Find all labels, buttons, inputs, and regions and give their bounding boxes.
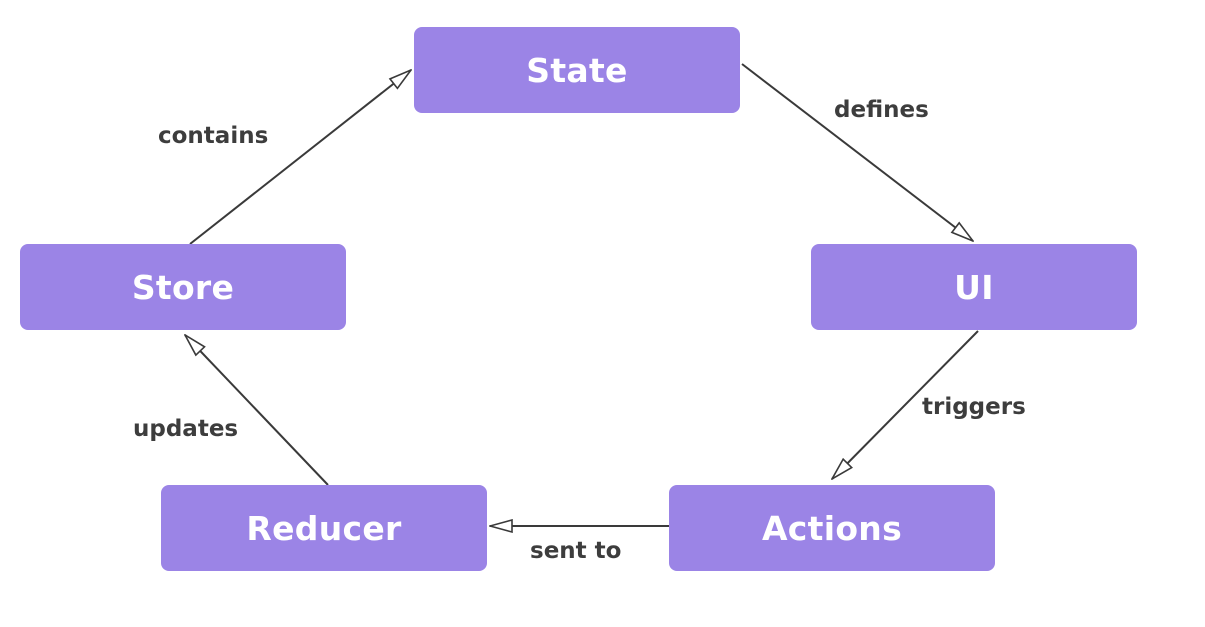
arrow-reducer-to-store bbox=[185, 335, 329, 486]
store-node: Store bbox=[20, 244, 346, 330]
arrow-store-to-state bbox=[189, 70, 411, 245]
edge-label-triggers: triggers bbox=[922, 394, 1026, 420]
edge-label-updates: updates bbox=[133, 416, 239, 442]
edge-label-contains: contains bbox=[158, 123, 269, 149]
reducer-node: Reducer bbox=[161, 485, 487, 571]
edge-label-sent-to: sent to bbox=[530, 538, 622, 564]
edge-label-defines: defines bbox=[834, 97, 929, 123]
arrow-ui-to-actions bbox=[832, 330, 979, 479]
arrow-state-to-ui bbox=[741, 63, 973, 241]
ui-node: UI bbox=[811, 244, 1137, 330]
state-node: State bbox=[414, 27, 740, 113]
actions-node: Actions bbox=[669, 485, 995, 571]
